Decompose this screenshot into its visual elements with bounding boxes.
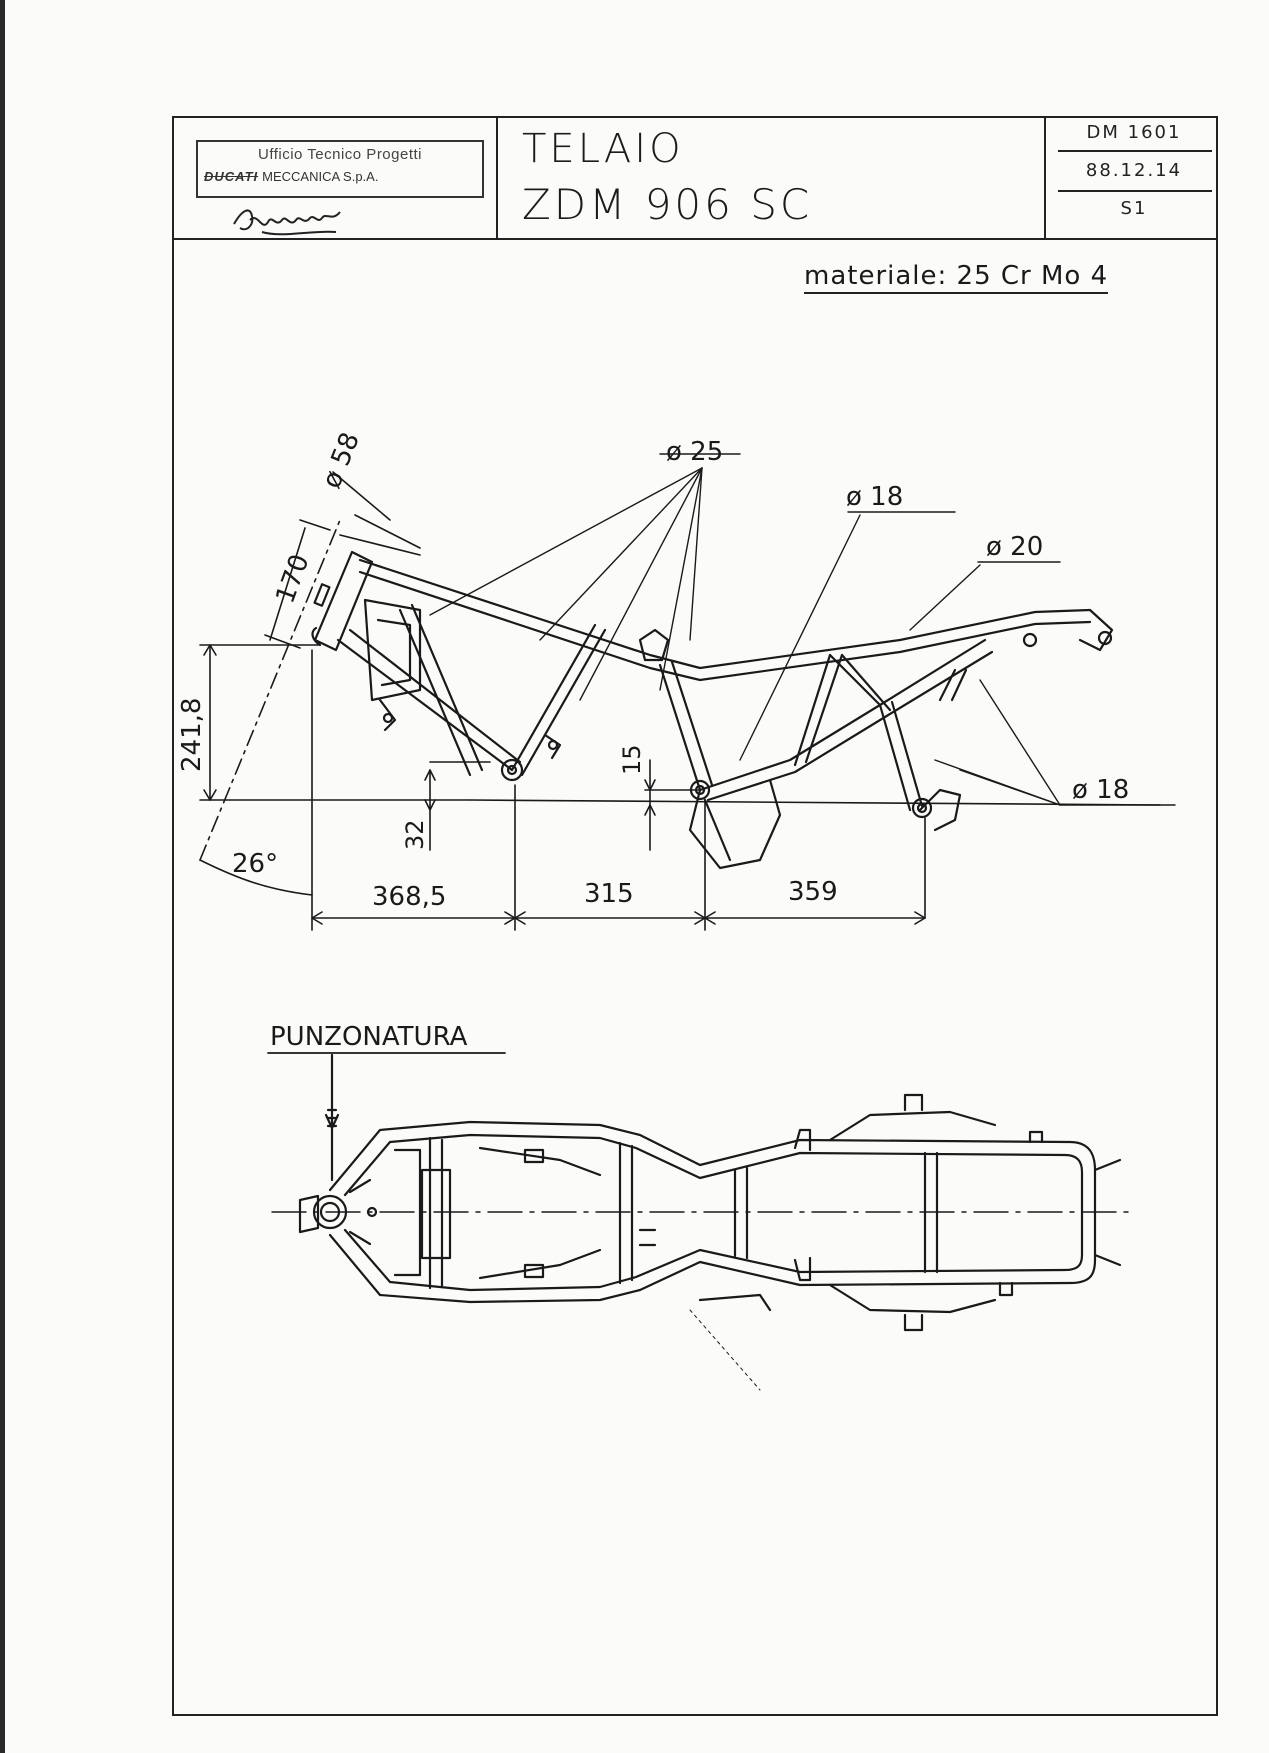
down-tube <box>336 628 522 772</box>
dim-span-2: 315 <box>584 879 634 909</box>
dimension-lines <box>199 471 1161 931</box>
drawing-title: TELAIO <box>522 126 684 172</box>
punch-arrow <box>324 1053 340 1182</box>
rear-subframe <box>793 632 1038 832</box>
title-cell: TELAIO ZDM 906 SC <box>498 118 1046 238</box>
stamp-logo: DUCATI <box>204 169 259 184</box>
head-tube <box>311 550 374 652</box>
side-view: ø 58 ø 25 ø 18 ø 20 ø 18 170 241,8 32 15… <box>177 428 1176 931</box>
dim-span-3: 359 <box>788 877 838 907</box>
top-frame-outline <box>328 1120 1097 1304</box>
label-lower-rail: ø 18 <box>1072 775 1129 805</box>
top-rear-tabs <box>698 1093 1122 1332</box>
top-steering-head <box>298 1178 378 1246</box>
stamp-office: Ufficio Tecnico Progetti <box>257 146 423 163</box>
scratch-mark <box>689 1309 761 1391</box>
drawing-model: ZDM 906 SC <box>522 180 813 229</box>
engine-mount-brace <box>363 598 484 777</box>
reference-cell: DM 1601 88.12.14 S1 <box>1046 118 1218 238</box>
label-main-tubes: ø 25 <box>666 437 723 467</box>
front-pivot <box>500 623 607 782</box>
drawing-number: DM 1601 <box>1086 122 1182 143</box>
ref-divider-2 <box>1058 190 1212 192</box>
ref-divider-1 <box>1058 150 1212 152</box>
dim-offset-front: 32 <box>401 819 429 850</box>
dim-offset-rear: 15 <box>618 744 646 775</box>
scan-edge <box>0 0 5 1753</box>
main-tube <box>358 558 1114 682</box>
stamp-company-name: MECCANICA S.p.A. <box>262 169 379 184</box>
label-head-tube: ø 58 <box>317 428 366 492</box>
drawing-date: 88.12.14 <box>1085 160 1183 181</box>
label-top-rail: ø 20 <box>986 532 1043 562</box>
material-spec: materiale: 25 Cr Mo 4 <box>804 261 1109 294</box>
dim-span-1: 368,5 <box>372 882 446 912</box>
dimension-text: ø 58 ø 25 ø 18 ø 20 ø 18 170 241,8 32 15… <box>177 428 1129 912</box>
drawing-revision: S1 <box>1120 198 1148 219</box>
signature <box>233 209 341 236</box>
dim-head-length: 170 <box>270 550 315 607</box>
top-cross-members <box>393 1136 939 1290</box>
dim-height: 241,8 <box>177 698 207 772</box>
label-punzonatura: PUNZONATURA <box>270 1022 468 1052</box>
top-view: PUNZONATURA <box>267 1022 1136 1391</box>
dim-rake-angle: 26° <box>232 849 278 879</box>
label-seat-tubes: ø 18 <box>846 482 903 512</box>
leader-lines <box>429 453 1176 806</box>
